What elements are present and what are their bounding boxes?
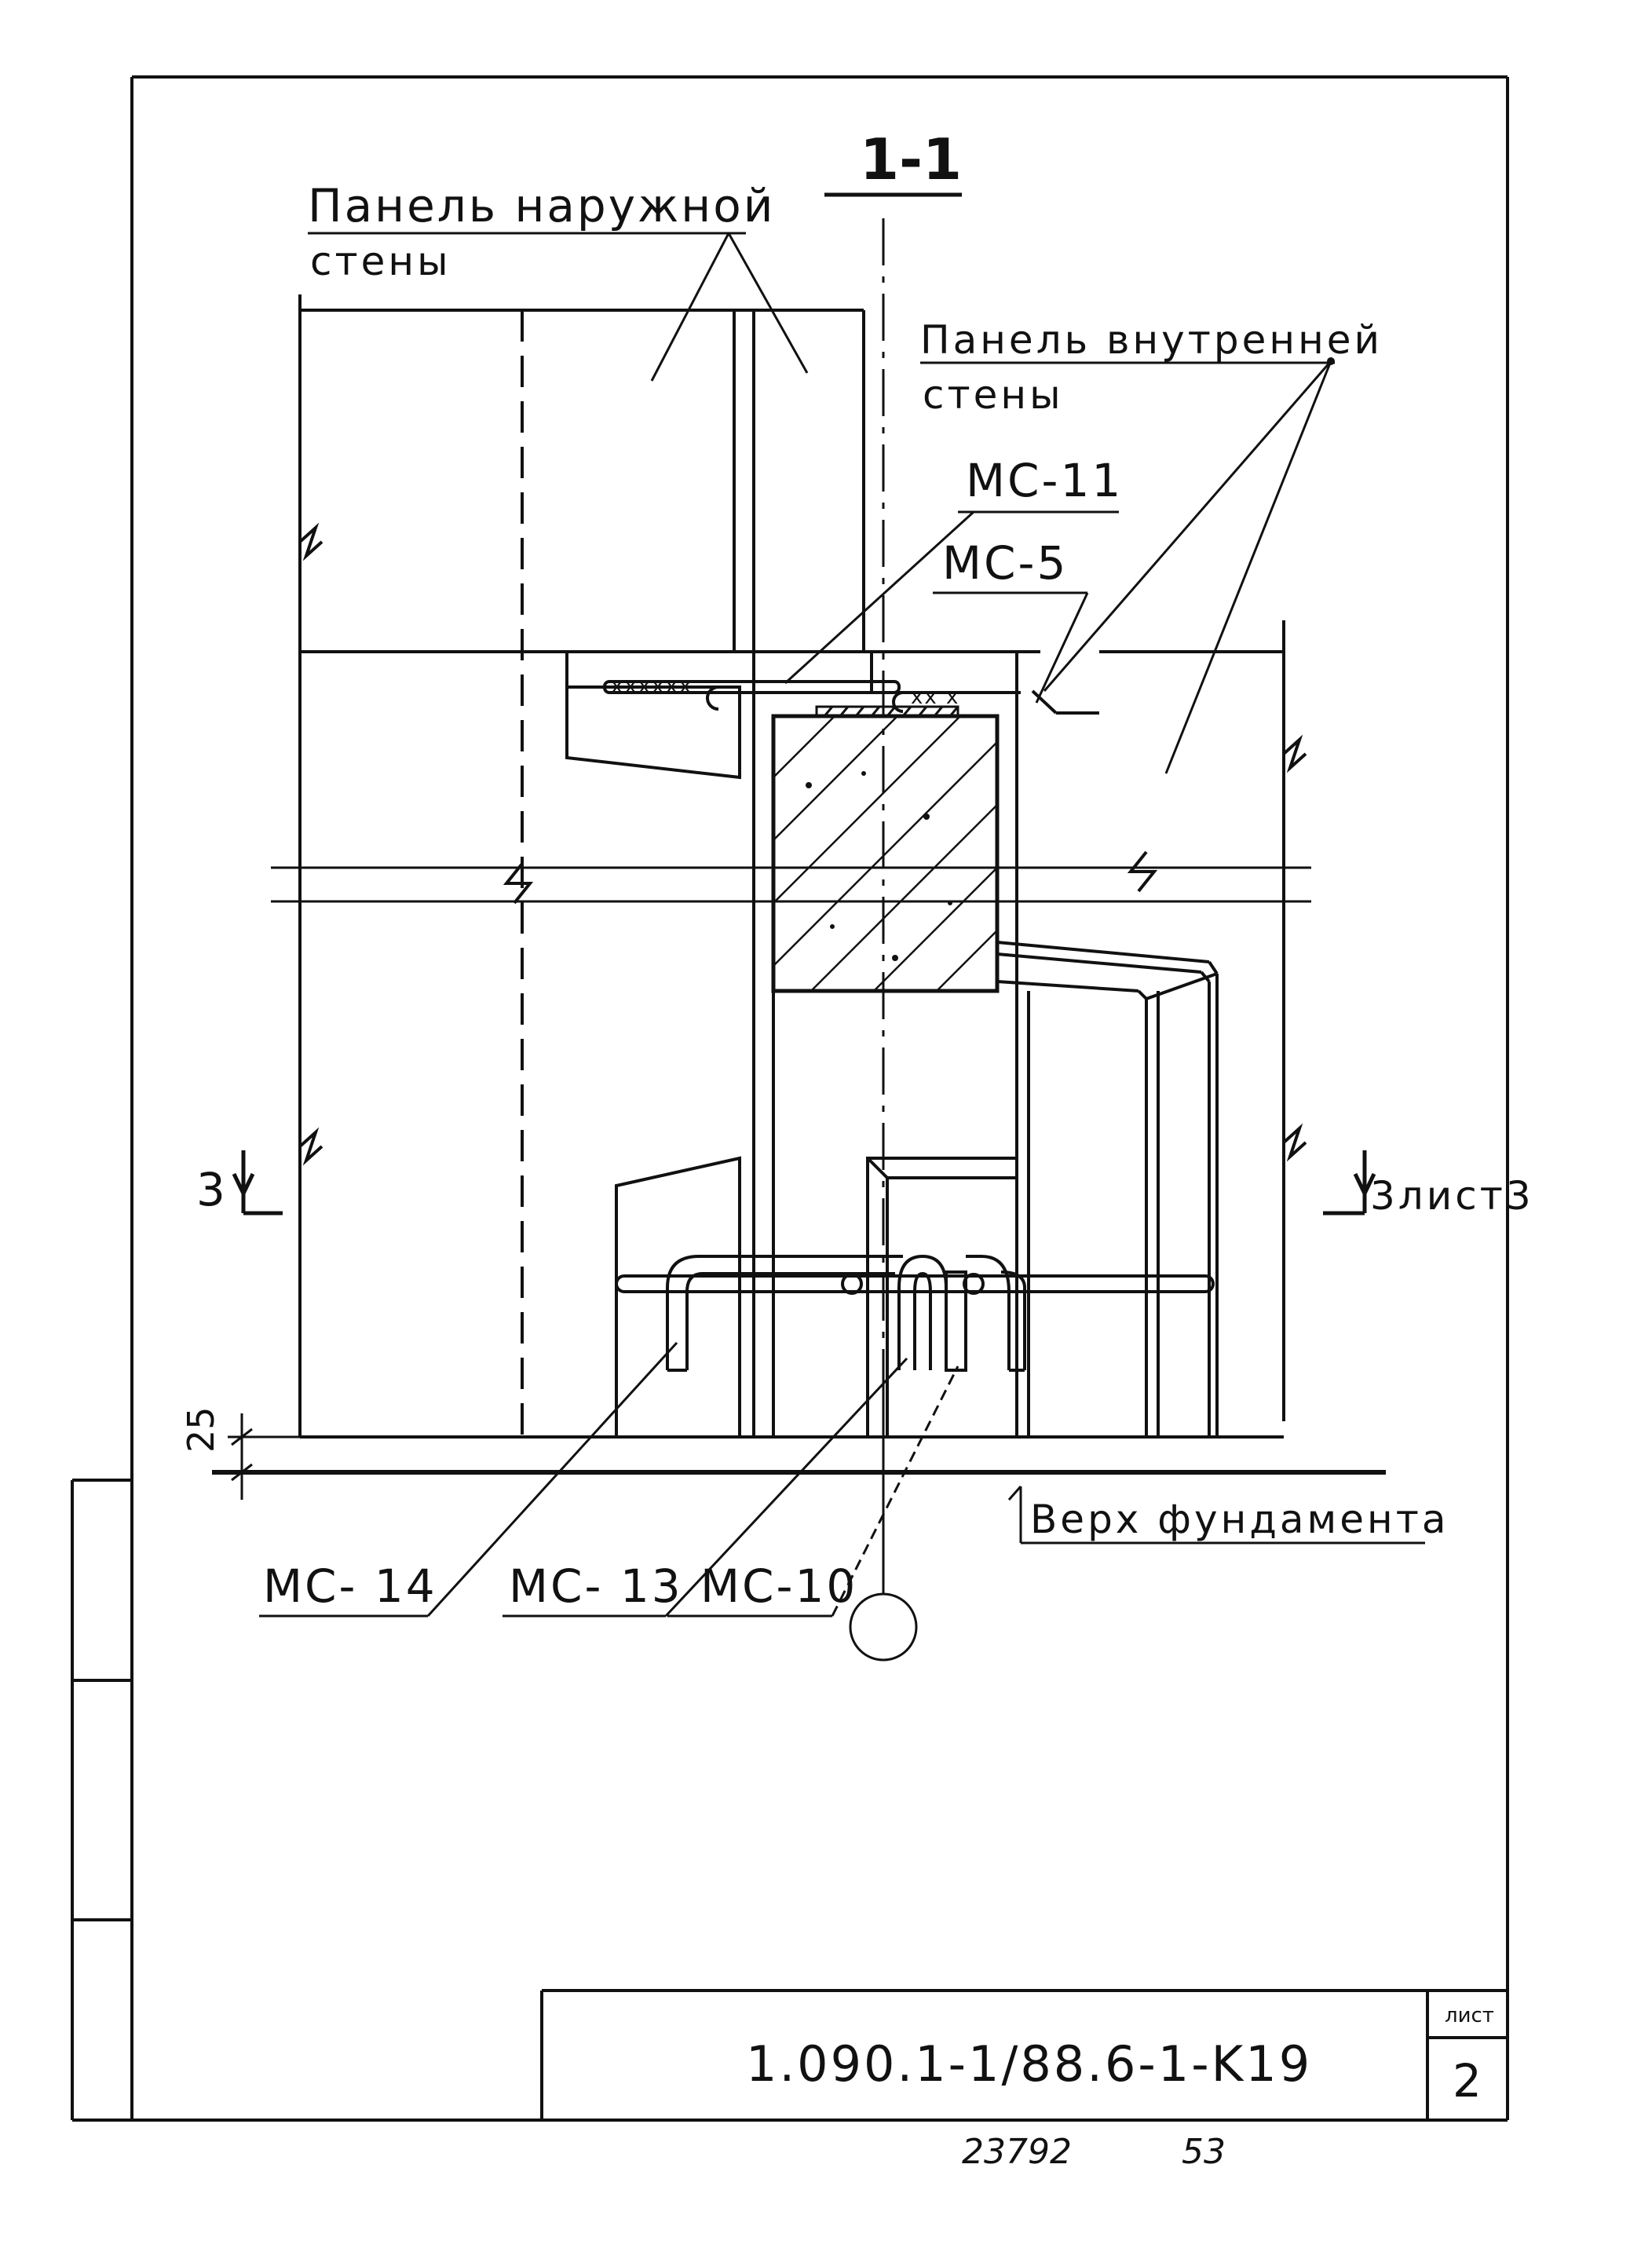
outer-panel-leader-2 [727,232,809,374]
mc14-label: МС- 14 [263,1559,437,1613]
cut-label-right: 3лист3 [1370,1173,1534,1219]
outer-panel-bracket [565,652,741,780]
outer-panel-leader-1 [650,232,730,382]
concrete-column [771,714,1000,993]
mc10-bar [841,1255,1026,1372]
mc13-label: МС- 13 [509,1559,683,1613]
cut-label-left: 3 [196,1163,228,1216]
page-number: 53 [1182,2132,1226,2172]
cut-marker-left [232,1150,283,1216]
margin-stamp [71,1479,132,2122]
hatch-marks-left: xxxxxx [611,675,693,698]
mc14-hook [666,1255,903,1372]
inner-wall-panel-upper [870,620,1285,1421]
inner-panel-label-2: стены [923,372,1064,418]
mc10-leader [831,1365,959,1617]
zigzag-markers [298,522,1307,1166]
inner-panel-label-1: Панель внутренней [920,317,1383,363]
lower-wall-lines [752,652,1030,1437]
drawing-code: 1.090.1-1/88.6-1-K19 [746,2035,1312,2093]
mc11-leader [784,510,975,685]
doc-number: 23792 [962,2132,1072,2172]
section-title: 1-1 [860,126,962,192]
outer-panel-label-1: Панель наружной [308,179,775,232]
sheet-frame [130,75,1509,2122]
sheet-label: лист [1445,2004,1494,2027]
lower-left-block [615,1156,741,1437]
mc13-leader [664,1357,908,1618]
inner-panel-leader-2 [1164,360,1332,774]
mc13-loop [897,1254,948,1370]
title-block [540,1989,1508,2120]
foundation-level-mark [1007,1486,1425,1545]
foundation-top-label: Верх фундамента [1030,1497,1449,1542]
hatch-marks-right: xx x [911,685,959,709]
dimension-25 [228,1413,300,1500]
mc5-leader [1035,592,1089,704]
break-lines [271,850,1311,905]
sheet-number: 2 [1453,2054,1484,2108]
outer-wall-panel-upper [298,294,872,1437]
side-bracket [996,941,1219,1437]
mc11-label: МС-11 [966,454,1123,507]
cut-marker-right [1323,1150,1376,1216]
outer-panel-label-2: стены [310,239,451,284]
mc5-label: МС-5 [942,536,1068,590]
mc10-label: МС-10 [700,1559,857,1613]
dimension-25-label: 25 [180,1406,222,1453]
inner-panel-leader-1 [1043,360,1332,692]
mc14-leader [426,1341,678,1618]
mc11-plate [603,680,1021,713]
axis-bubble [849,1592,918,1662]
